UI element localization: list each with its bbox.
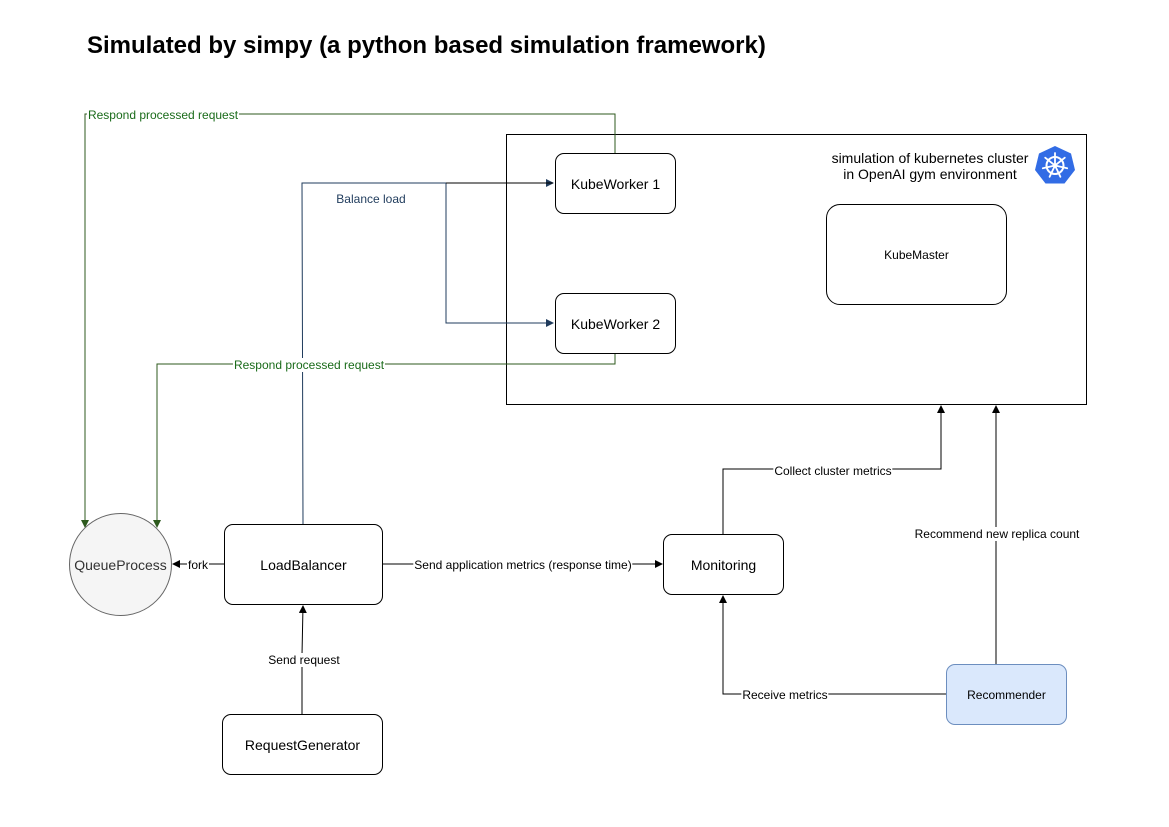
kubeworker2-node: KubeWorker 2: [555, 293, 676, 354]
edge-balance-worker2: [445, 183, 554, 327]
label-send-app-metrics: Send application metrics (response time): [413, 558, 633, 572]
requestgenerator-node: RequestGenerator: [222, 714, 383, 775]
monitoring-node: Monitoring: [663, 534, 784, 595]
edge-respond-top: [81, 113, 616, 528]
recommender-node: Recommender: [946, 664, 1067, 725]
kubernetes-icon: [1035, 146, 1075, 184]
label-fork: fork: [186, 558, 210, 572]
cluster-label: simulation of kubernetes cluster in Open…: [820, 150, 1040, 182]
edge-receive-metrics: [719, 595, 946, 695]
label-send-request: Send request: [267, 653, 341, 667]
loadbalancer-node: LoadBalancer: [224, 524, 383, 605]
label-recommend-replicas: Recommend new replica count: [913, 527, 1081, 541]
label-receive-metrics: Receive metrics: [741, 688, 829, 702]
queueprocess-node: QueueProcess: [69, 513, 172, 616]
cluster-label-line1: simulation of kubernetes cluster: [831, 150, 1029, 166]
kubemaster-node: KubeMaster: [826, 204, 1007, 305]
page-title: Simulated by simpy (a python based simul…: [87, 32, 766, 59]
label-balance-load: Balance load: [336, 192, 406, 206]
cluster-container: [506, 134, 1087, 405]
edge-balance-worker1: [301, 179, 554, 525]
label-respond-top: Respond processed request: [86, 108, 240, 122]
edge-respond-mid: [153, 353, 616, 528]
kubeworker1-node: KubeWorker 1: [555, 153, 676, 214]
label-respond-mid: Respond processed request: [232, 358, 386, 372]
label-collect-metrics: Collect cluster metrics: [773, 464, 893, 478]
cluster-label-line2: in OpenAI gym environment: [843, 166, 1017, 182]
